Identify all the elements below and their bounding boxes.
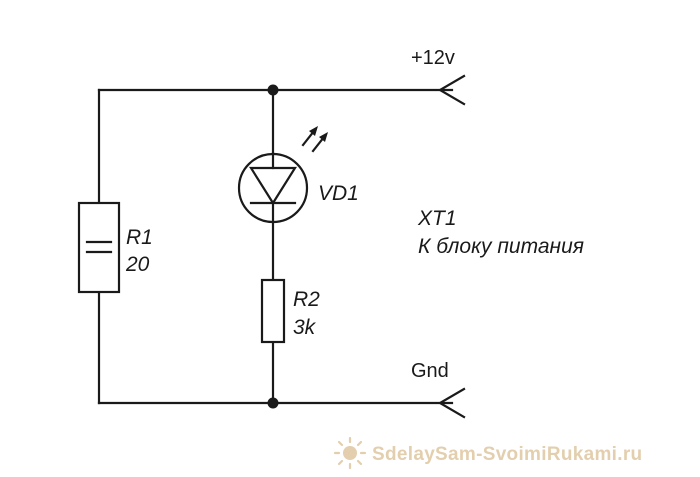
supply-label: +12v: [411, 47, 455, 69]
resistor-r2: [260, 278, 286, 344]
led-vd1: [237, 151, 309, 224]
led-light-arrows-icon: [301, 126, 328, 153]
junction-top: [267, 84, 279, 96]
resistor-r1: [77, 201, 121, 294]
terminal-top-fork-icon: [437, 74, 466, 106]
light-arrow-2-head: [319, 132, 328, 142]
watermark-sun-icon: [333, 436, 367, 470]
terminal-bottom-fork-icon: [437, 387, 466, 419]
r2-value-label: 3k: [293, 316, 317, 339]
r1-value-label: 20: [125, 253, 150, 276]
light-arrow-1-head: [309, 126, 318, 136]
junction-bottom: [267, 397, 279, 409]
led-vd1-triangle: [249, 166, 297, 206]
connector-ref-label: XT1: [417, 207, 457, 230]
resistor-r1-body: [77, 201, 121, 294]
connector-terminal-bottom: [437, 387, 466, 419]
watermark-text: SdelaySam-SvoimiRukami.ru: [372, 444, 642, 465]
r1-ref-label: R1: [126, 226, 153, 249]
connector-terminal-top: [437, 74, 466, 106]
ground-label: Gnd: [411, 360, 449, 382]
watermark: SdelaySam-SvoimiRukami.ru: [333, 436, 642, 470]
led-ref-label: VD1: [318, 182, 359, 205]
connector-desc-label: К блоку питания: [418, 235, 584, 258]
r2-ref-label: R2: [293, 288, 320, 311]
